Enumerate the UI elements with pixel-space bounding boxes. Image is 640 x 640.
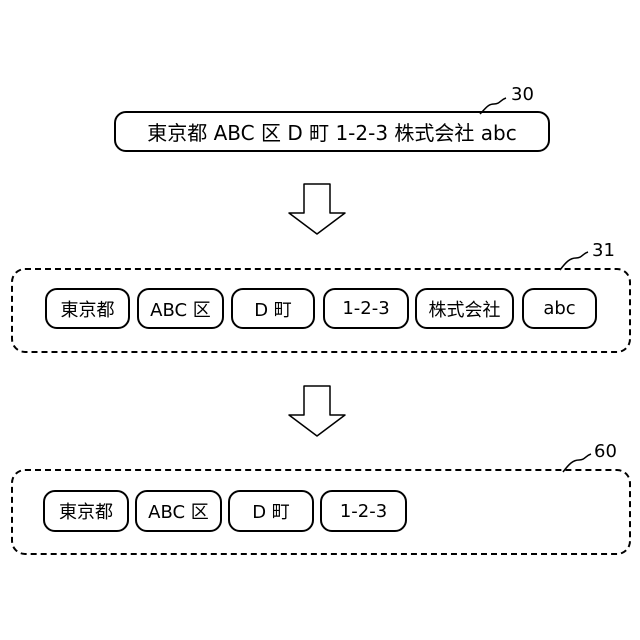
address-string-box: 東京都 ABC 区 D 町 1-2-3 株式会社 abc: [114, 111, 550, 152]
result-group: 東京都 ABC 区 D 町 1-2-3: [11, 469, 631, 555]
token-abc-ward: ABC 区: [137, 288, 224, 329]
token-label: 1-2-3: [342, 298, 389, 319]
token-label: D 町: [252, 498, 290, 524]
token-group: 東京都 ABC 区 D 町 1-2-3 株式会社 abc: [11, 268, 631, 353]
token-label: 株式会社: [429, 296, 501, 322]
result-token-block-number: 1-2-3: [320, 490, 407, 532]
address-string: 東京都 ABC 区 D 町 1-2-3 株式会社 abc: [147, 117, 516, 146]
token-label: 東京都: [59, 498, 113, 524]
down-arrow-1: [289, 184, 345, 234]
down-arrow-2: [289, 386, 345, 436]
result-token-tokyo: 東京都: [43, 490, 129, 532]
token-label: D 町: [254, 296, 292, 322]
result-token-d-town: D 町: [228, 490, 314, 532]
token-label: 東京都: [61, 296, 115, 322]
token-block-number: 1-2-3: [323, 288, 409, 329]
token-d-town: D 町: [231, 288, 315, 329]
token-label: abc: [543, 298, 575, 319]
token-tokyo: 東京都: [45, 288, 130, 329]
ref-label-30: 30: [511, 84, 534, 105]
ref-label-60: 60: [594, 441, 617, 462]
ref-label-31: 31: [592, 240, 615, 261]
token-corporation: 株式会社: [415, 288, 514, 329]
token-label: ABC 区: [150, 296, 211, 322]
token-label: 1-2-3: [340, 501, 387, 522]
token-label: ABC 区: [148, 498, 209, 524]
result-token-abc-ward: ABC 区: [135, 490, 222, 532]
token-abc-company: abc: [522, 288, 597, 329]
